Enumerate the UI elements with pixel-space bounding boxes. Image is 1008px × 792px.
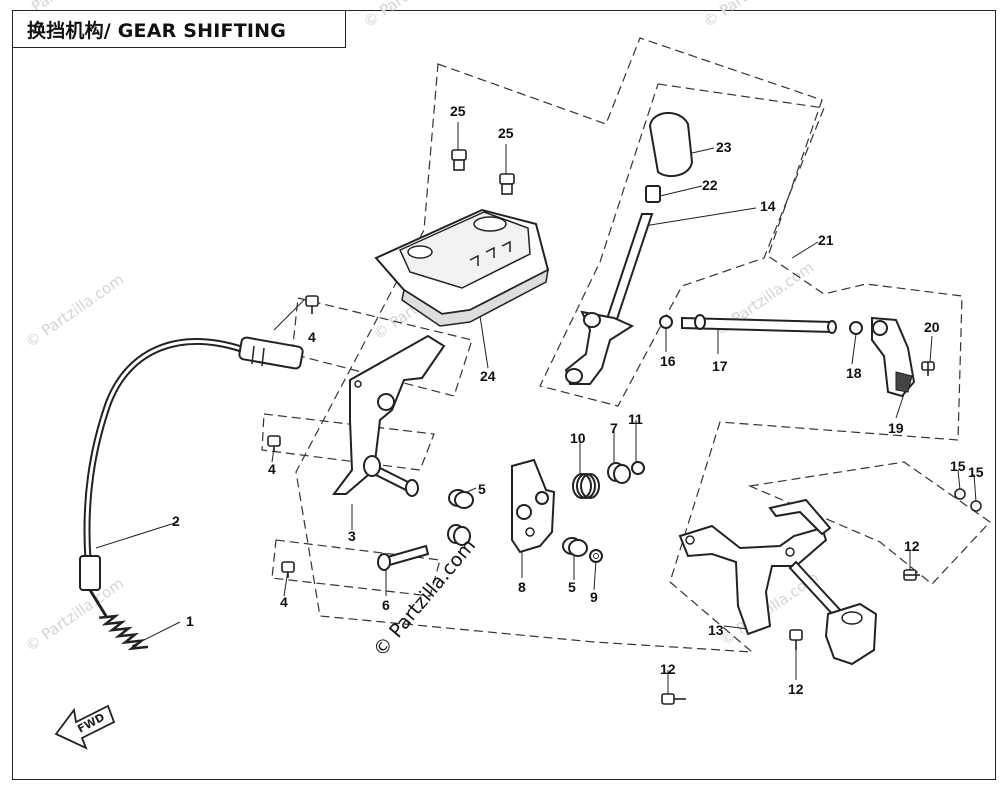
callout-5: 5	[478, 481, 486, 497]
bolt-group-outline-lower	[271, 539, 441, 597]
shifter-assembly-outline	[295, 37, 963, 653]
bracket-assembly-outline	[747, 461, 991, 585]
bolt-4-middle	[267, 435, 281, 452]
callout-14: 14	[760, 198, 776, 214]
diagram-frame	[12, 10, 996, 780]
callout-4: 4	[268, 461, 276, 477]
shift-lever-14	[564, 213, 654, 385]
watermark-text: © Partzilla.com	[22, 270, 127, 351]
nut-18	[849, 321, 863, 335]
leader-lines	[95, 122, 977, 694]
control-cable-2	[79, 336, 304, 617]
callout-3: 3	[348, 528, 356, 544]
bolt-12-center	[789, 629, 803, 650]
bolt-25-left	[451, 149, 467, 171]
shift-knob-23	[648, 112, 694, 178]
torsion-spring-10	[572, 473, 600, 499]
callout-18: 18	[846, 365, 862, 381]
callout-15: 15	[950, 458, 966, 474]
bolt-4-upper	[305, 295, 319, 314]
spacer-center	[447, 524, 471, 546]
callout-23: 23	[716, 139, 732, 155]
callout-4: 4	[308, 329, 316, 345]
callout-12: 12	[788, 681, 804, 697]
shift-arm-19	[871, 316, 916, 398]
shifter-bracket-3	[332, 334, 446, 497]
nut-15-right	[970, 500, 982, 512]
bushing-7	[607, 462, 631, 484]
assembly-outlines	[261, 37, 991, 653]
callout-12: 12	[660, 661, 676, 677]
watermark-text: © Partzilla.com	[360, 0, 465, 31]
spring-1	[99, 614, 149, 651]
callout-7: 7	[610, 420, 618, 436]
watermark-text: © Partzilla.com	[700, 0, 805, 31]
callout-12: 12	[904, 538, 920, 554]
callout-21: 21	[818, 232, 834, 248]
page-title: 换挡机构/ GEAR SHIFTING	[27, 19, 287, 42]
bolt-12-left	[661, 693, 686, 705]
washer-9	[589, 549, 603, 563]
callout-9: 9	[590, 589, 598, 605]
callout-8: 8	[518, 579, 526, 595]
bushing-5-lower	[562, 537, 588, 557]
bolt-20	[921, 361, 935, 376]
linkage-rod-17	[681, 314, 837, 334]
nut-16	[659, 315, 673, 329]
bolt-group-outline-upper	[291, 297, 473, 397]
callout-25: 25	[450, 103, 466, 119]
forward-direction-arrow: FWD	[54, 704, 116, 750]
callout-15: 15	[968, 464, 984, 480]
bolt-group-outline-middle	[261, 413, 435, 471]
washer-11	[631, 461, 645, 475]
callout-16: 16	[660, 353, 676, 369]
callout-24: 24	[480, 368, 496, 384]
callout-22: 22	[702, 177, 718, 193]
watermark-text: © Partzilla.com	[22, 574, 127, 655]
callout-17: 17	[712, 358, 728, 374]
shift-plate-8	[511, 458, 556, 554]
pivot-pin-6	[377, 544, 430, 571]
bushing-5-upper	[448, 489, 474, 509]
callout-2: 2	[172, 513, 180, 529]
callout-20: 20	[924, 319, 940, 335]
callout-4: 4	[280, 594, 288, 610]
console-cover-24	[374, 208, 550, 327]
bolt-12-right	[903, 569, 920, 581]
nut-15-left	[954, 488, 966, 500]
callout-10: 10	[570, 430, 586, 446]
mounting-bracket-13	[678, 498, 878, 666]
lock-nut-22	[645, 185, 661, 203]
callout-11: 11	[628, 411, 643, 427]
callout-6: 6	[382, 597, 390, 613]
callout-numbers: 1 2 3 4 4 4 5 5 6 7 8 9 10 11 12 12 12 1…	[172, 103, 984, 697]
title-box: 换挡机构/ GEAR SHIFTING	[12, 10, 346, 48]
callout-19: 19	[888, 420, 904, 436]
fasteners	[267, 149, 982, 705]
bolt-4-lower	[281, 561, 295, 578]
callout-25: 25	[498, 125, 514, 141]
lever-assembly-outline	[539, 83, 825, 407]
callout-1: 1	[186, 613, 194, 629]
callout-13: 13	[708, 622, 724, 638]
bolt-25-right	[499, 173, 515, 195]
callout-5: 5	[568, 579, 576, 595]
bushings-5	[447, 489, 588, 557]
